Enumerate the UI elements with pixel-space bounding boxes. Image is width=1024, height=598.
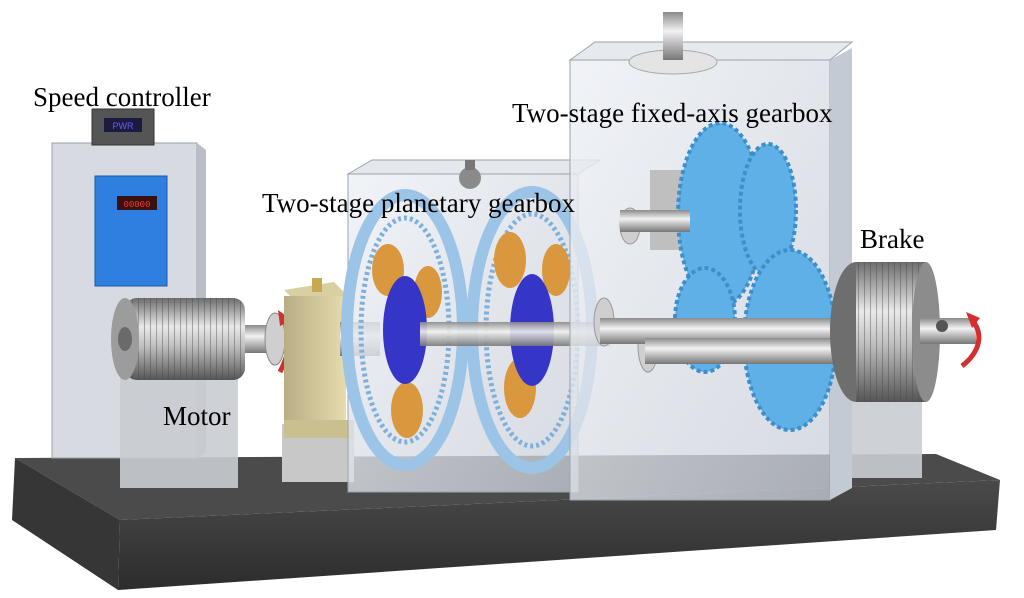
label-fixed-axis-gearbox: Two-stage fixed-axis gearbox bbox=[512, 98, 833, 128]
motor-stand bbox=[120, 378, 238, 488]
label-speed-controller: Speed controller bbox=[33, 82, 211, 112]
controller-top-readout: PWR bbox=[113, 121, 134, 131]
controller-panel-readout: 00000 bbox=[123, 200, 150, 210]
label-motor: Motor bbox=[163, 401, 231, 431]
rotation-arrow-head-icon-brake bbox=[966, 312, 980, 328]
fixed-axis-gearbox bbox=[568, 12, 854, 501]
motor bbox=[111, 298, 295, 380]
label-planetary-gearbox: Two-stage planetary gearbox bbox=[262, 188, 575, 218]
brake bbox=[830, 262, 976, 478]
label-brake: Brake bbox=[860, 224, 925, 254]
planetary-gearbox bbox=[341, 159, 610, 493]
